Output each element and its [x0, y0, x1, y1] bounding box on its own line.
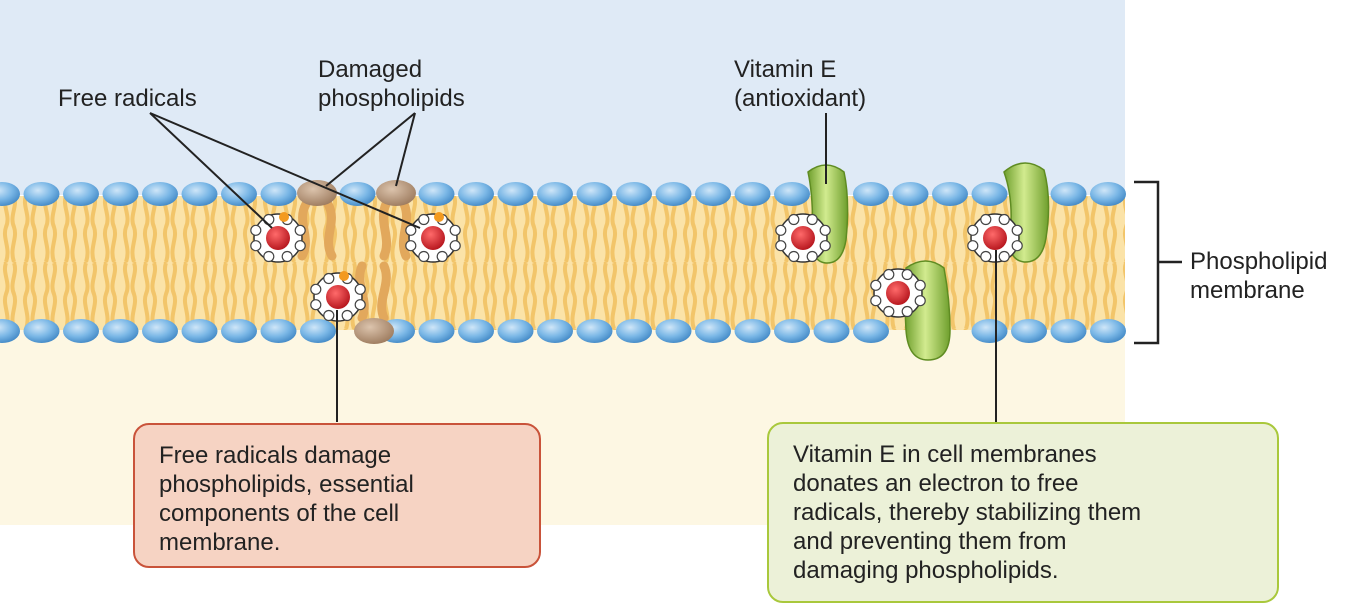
head-group: [339, 182, 376, 206]
head-group: [537, 319, 573, 343]
head-group: [734, 182, 771, 206]
free-radical: [310, 271, 366, 322]
head-group: [655, 319, 692, 343]
head-group: [458, 319, 494, 343]
leader-line: [149, 112, 273, 229]
head-group: [734, 319, 771, 343]
head-group: [576, 319, 613, 343]
head-group: [181, 182, 218, 206]
extracellular-region: [0, 0, 1125, 195]
head-group: [497, 182, 534, 206]
head-group: [695, 319, 731, 343]
head-group: [892, 182, 929, 206]
head-group: [102, 319, 139, 343]
head-group: [853, 182, 889, 206]
head-group: [181, 319, 218, 343]
free-radicals-group: [250, 212, 1023, 322]
head-group: [774, 182, 810, 206]
head-group: [418, 319, 455, 343]
head-group: [1090, 182, 1126, 206]
free-radical: [967, 213, 1023, 263]
head-group: [142, 319, 178, 343]
head-group: [418, 182, 455, 206]
head-group: [23, 319, 60, 343]
head-group: [0, 319, 20, 343]
lipid-bilayer: [0, 196, 1125, 330]
head-group: [932, 182, 968, 206]
damaged-phospholipids-label: Damaged phospholipids: [318, 56, 465, 112]
head-group: [260, 319, 297, 343]
head-group: [221, 319, 257, 343]
leader-lines: [149, 112, 997, 422]
head-group: [695, 182, 731, 206]
leader-line: [395, 112, 416, 187]
head-group: [1050, 319, 1087, 343]
free-radical-damage-callout: Free radicals damage phospholipids, esse…: [133, 423, 541, 568]
leader-line: [149, 112, 421, 229]
head-group: [0, 182, 20, 206]
free-radical: [870, 268, 926, 318]
head-group: [576, 182, 613, 206]
head-group: [23, 182, 60, 206]
damaged-phospholipid: [376, 180, 416, 261]
head-group: [1050, 182, 1087, 206]
phospholipid-membrane-label: Phospholipid membrane: [1190, 248, 1328, 304]
head-groups-bottom: [0, 319, 1126, 343]
free-radical: [405, 212, 461, 263]
head-group: [971, 319, 1008, 343]
head-group: [616, 182, 652, 206]
leader-line: [325, 112, 416, 187]
vitamin-e-callout: Vitamin E in cell membranes donates an e…: [767, 422, 1279, 603]
head-group: [497, 319, 534, 343]
head-group: [260, 182, 297, 206]
head-group: [102, 182, 139, 206]
head-group: [616, 319, 652, 343]
head-group: [813, 319, 850, 343]
head-group: [655, 182, 692, 206]
head-group: [537, 182, 573, 206]
head-group: [142, 182, 178, 206]
head-group: [1011, 319, 1047, 343]
membrane-bracket: [1134, 180, 1182, 345]
vitamin-e-label: Vitamin E (antioxidant): [734, 56, 867, 112]
head-group: [63, 319, 99, 343]
head-groups-top: [0, 182, 1126, 206]
free-radical: [775, 213, 831, 263]
head-group: [458, 182, 494, 206]
head-group: [971, 182, 1008, 206]
head-group: [63, 182, 99, 206]
head-group: [853, 319, 889, 343]
head-group: [1090, 319, 1126, 343]
head-group: [774, 319, 810, 343]
head-group: [300, 319, 336, 343]
free-radicals-label: Free radicals: [58, 85, 197, 112]
free-radical: [250, 212, 306, 263]
